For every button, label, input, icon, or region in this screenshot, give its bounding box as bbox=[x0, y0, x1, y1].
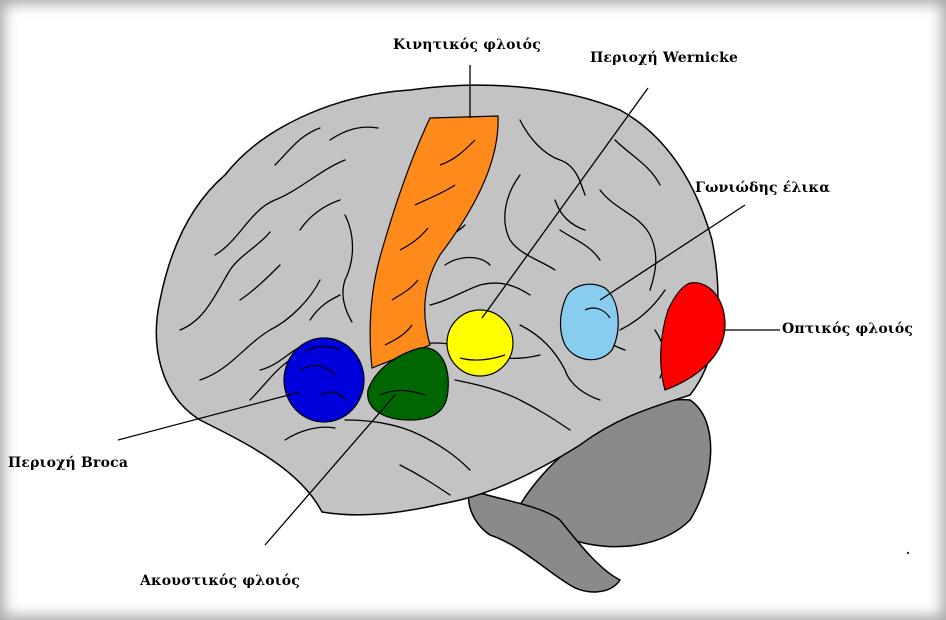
visual-cortex-label: Οπτικός φλοιός bbox=[782, 321, 913, 337]
angular-gyrus-label: Γωνιώδης έλικα bbox=[695, 180, 830, 196]
motor-cortex-label: Κινητικός φλοιός bbox=[393, 37, 541, 53]
wernicke-area-label: Περιοχή Wernicke bbox=[590, 50, 738, 66]
angular-gyrus-region bbox=[560, 284, 618, 359]
broca-area-label: Περιοχή Broca bbox=[8, 455, 128, 471]
auditory-cortex-label: Ακουστικός φλοιός bbox=[140, 573, 300, 589]
broca-area-region bbox=[284, 338, 364, 422]
wernicke-area-region bbox=[447, 310, 513, 376]
